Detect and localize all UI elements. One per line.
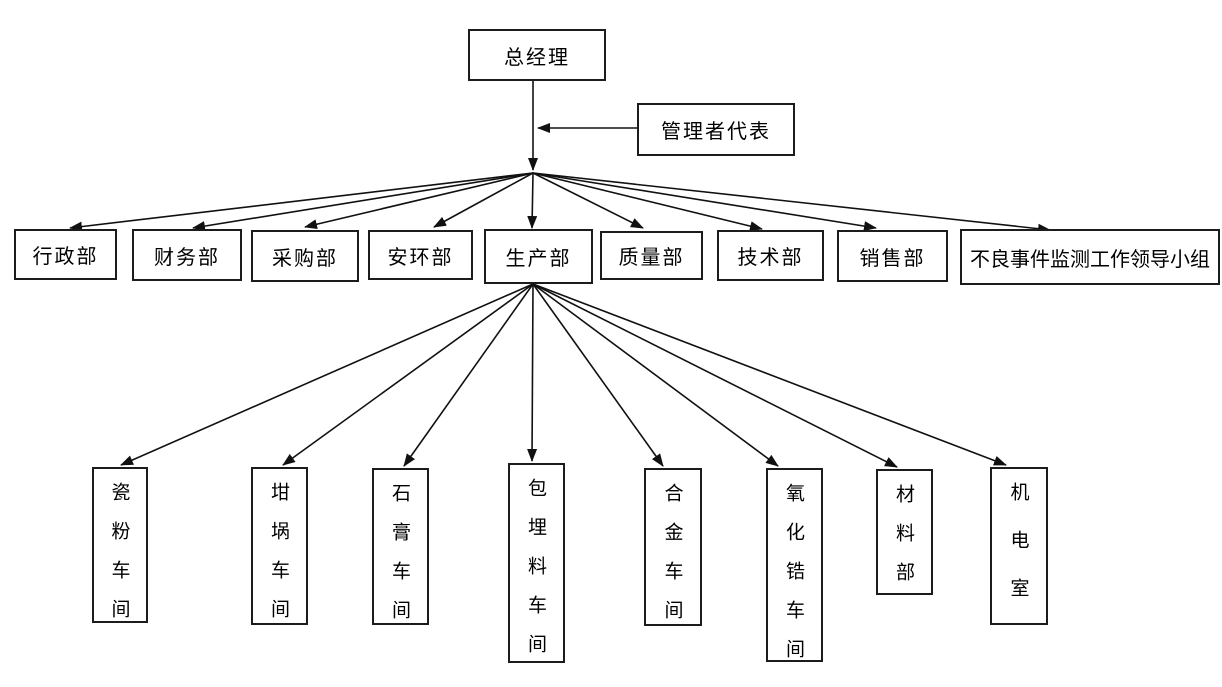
node-label: 坩埚车间	[268, 482, 290, 638]
node-label: 合金车间	[661, 483, 684, 639]
node-production-dept: 生产部	[484, 229, 593, 284]
node-admin-dept: 行政部	[14, 229, 117, 280]
node-crucible-workshop: 坩埚车间	[251, 467, 308, 638]
node-safety-environment-dept: 安环部	[368, 230, 473, 280]
node-label: 材料部	[893, 484, 915, 601]
node-quality-dept: 质量部	[600, 231, 703, 280]
node-finance-dept: 财务部	[132, 229, 242, 281]
node-label: 机电室	[1007, 482, 1030, 626]
workshop-connectors	[120, 283, 1007, 468]
node-label: 氧化锆车间	[783, 483, 805, 678]
node-label: 包埋料车间	[525, 478, 547, 673]
node-general-manager: 总经理	[468, 29, 606, 81]
node-management-representative: 管理者代表	[637, 103, 795, 156]
node-materials-dept: 材料部	[876, 469, 933, 601]
node-adverse-event-monitoring-group: 不良事件监测工作领导小组	[960, 229, 1220, 285]
node-technology-dept: 技术部	[717, 230, 824, 281]
node-label: 石膏车间	[389, 483, 411, 639]
node-label: 瓷粉车间	[108, 482, 131, 638]
node-investment-material-workshop: 包埋料车间	[508, 463, 565, 673]
node-zirconia-workshop: 氧化锆车间	[766, 468, 823, 678]
node-purchasing-dept: 采购部	[251, 230, 359, 282]
node-sales-dept: 销售部	[837, 230, 948, 282]
department-connectors	[69, 172, 1051, 234]
node-alloy-workshop: 合金车间	[644, 468, 702, 639]
node-gypsum-workshop: 石膏车间	[372, 468, 429, 639]
node-porcelain-powder-workshop: 瓷粉车间	[92, 467, 148, 638]
node-mechanical-electrical-room: 机电室	[990, 467, 1048, 626]
